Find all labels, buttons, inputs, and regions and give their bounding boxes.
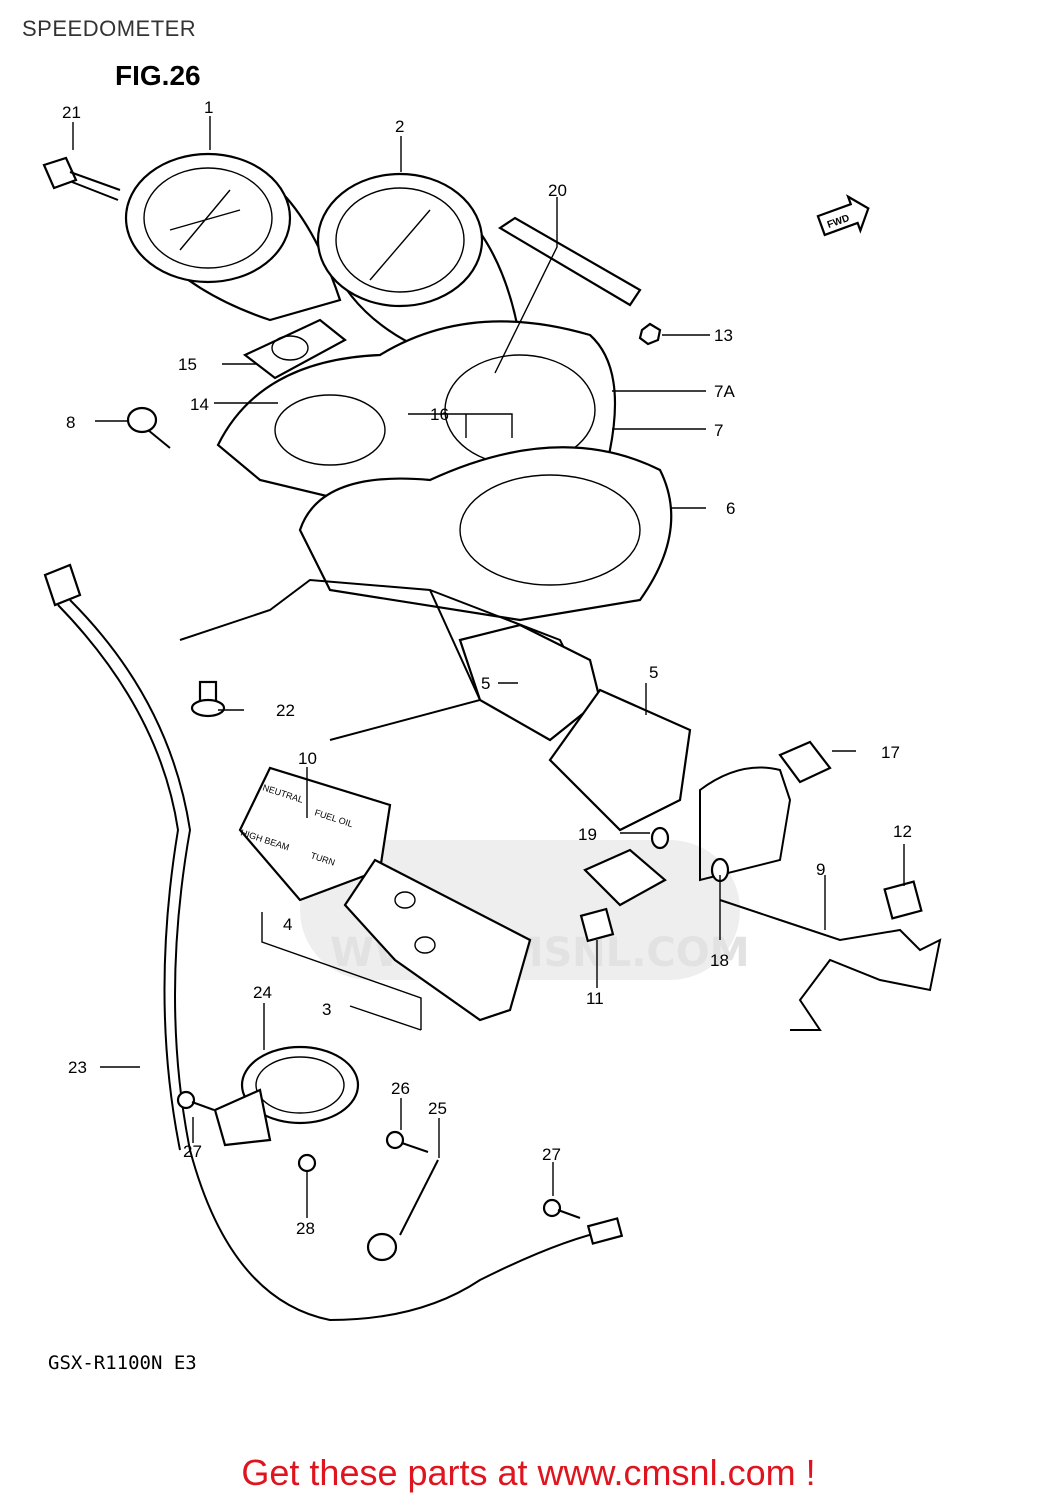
callout-3: 3 [322,1000,331,1019]
part-12-socket [579,907,615,943]
part-28-screw-left [176,1090,215,1111]
callout-1: 1 [204,98,213,117]
footer-link-text[interactable]: Get these parts at www.cmsnl.com ! [241,1452,816,1493]
callout-20: 19 [578,825,597,844]
part-14-nut [638,322,662,346]
callout-25: 24 [253,983,272,1002]
part-21-strap [497,216,642,307]
part-26-clip [366,1159,439,1262]
callout-29: 28 [296,1219,315,1238]
callout-28-left: 27 [183,1142,202,1161]
callout-21: 20 [548,181,567,200]
callout-18: 17 [881,743,900,762]
part-7-case [298,446,673,622]
part-23-bolt [190,680,226,718]
part-9-knob [126,406,171,449]
page-title: SPEEDOMETER [22,16,197,41]
part-27-screw [385,1130,429,1153]
callout-17: 16 [430,405,449,424]
callout-4: 4 [283,915,292,934]
part-28-screw-right [542,1198,581,1219]
bracket [179,578,602,742]
part-4-indicator-panel: NEUTRAL FUEL OIL HIGH BEAM TURN [238,766,392,902]
callout-14: 13 [714,326,733,345]
callout-24: 23 [68,1058,87,1077]
callout-26: 25 [428,1099,447,1118]
part-24-cable [43,563,624,1322]
callout-28-right: 27 [542,1145,561,1164]
callout-6: 5 [649,663,658,682]
callout-23: 22 [276,701,295,720]
part-10-harness [699,740,942,1031]
callout-16: 15 [178,355,197,374]
callout-12: 11 [586,989,604,1008]
part-3-lens [343,858,532,1022]
part-1-tachometer [124,152,342,322]
callouts: 21 1 2 20 13 15 14 8 16 7A 7 6 5 5 22 17… [62,98,912,1238]
part-2-speedometer [316,172,522,362]
part-29-nut [297,1153,317,1173]
callout-10: 9 [816,860,825,879]
callout-15: 14 [190,395,209,414]
callout-2: 2 [395,117,404,136]
part-16-gasket [242,318,347,380]
part-22-knob [42,156,121,201]
callout-27: 26 [391,1079,410,1098]
part-6-socket-plate [548,688,692,832]
callout-5: 5 [481,674,490,693]
fwd-arrow-icon: FWD [816,194,870,237]
part-13-socket [883,880,923,920]
callout-7: 6 [726,499,735,518]
callout-8: 7A [714,382,735,401]
callout-13: 12 [893,822,912,841]
model-code: GSX-R1100N E3 [48,1352,197,1374]
connector [583,848,667,907]
callout-22: 21 [62,103,81,122]
callout-7a: 7 [714,421,723,440]
figure-label: FIG.26 [115,60,201,91]
callout-11: 10 [298,749,317,768]
part-25-clamp [213,1045,360,1147]
leader-lines [72,116,905,1218]
callout-9: 8 [66,413,75,432]
part-20-bulb [650,826,670,850]
callout-19: 18 [710,951,729,970]
